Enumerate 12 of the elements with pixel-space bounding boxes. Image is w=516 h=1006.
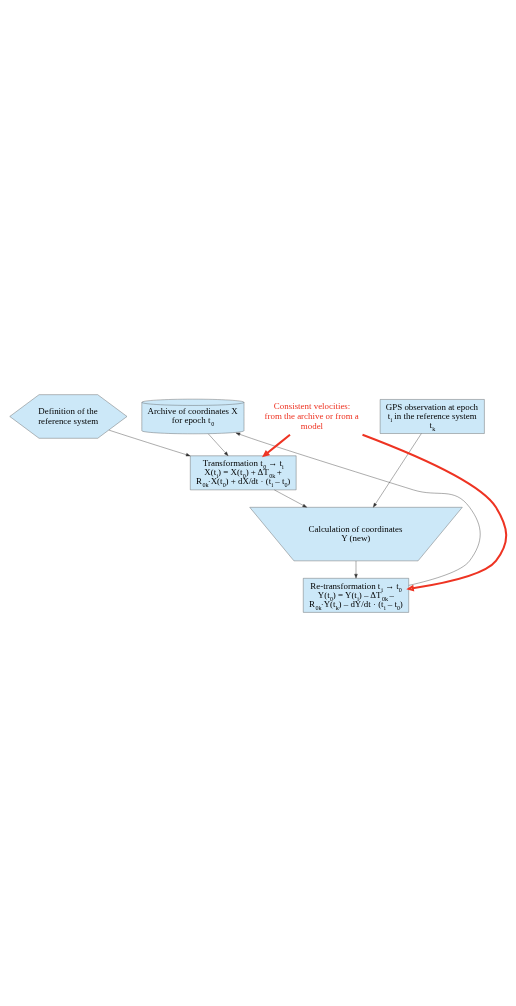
- arrow: [108, 429, 191, 456]
- arrow: [354, 560, 358, 578]
- node-box: Transformation t$_{0}$ → t$_{i}$ X(t$_{i}$) = X(t$_{0}$) + ΔT$_{0k}$ + R$_{0k}$·X(t$_{0}$) + dX/dt · (t$_{i}$ – t$_{0}$): [190, 455, 297, 490]
- arrow: [373, 432, 422, 507]
- node-box: GPS observation at epoch t$_{i}$ in the reference system t$_{k}$: [379, 398, 485, 434]
- arrow: [208, 433, 229, 456]
- arrow: [362, 433, 508, 591]
- node-box: Re-transformation t$_{i}$ → t$_{0}$ Y(t$_{0}$) = Y(t$_{i}$) – ΔT$_{0k}$ – R$_{0k}$·Y(t$_{k}$) – dY/dt · (t$_{i}$ – t$_{0}$): [303, 577, 409, 613]
- arrow: [274, 489, 307, 507]
- arrow: [235, 432, 481, 586]
- node-text: Consistent velocities: from the archive or from a model: [264, 400, 359, 430]
- arrow: [262, 433, 291, 457]
